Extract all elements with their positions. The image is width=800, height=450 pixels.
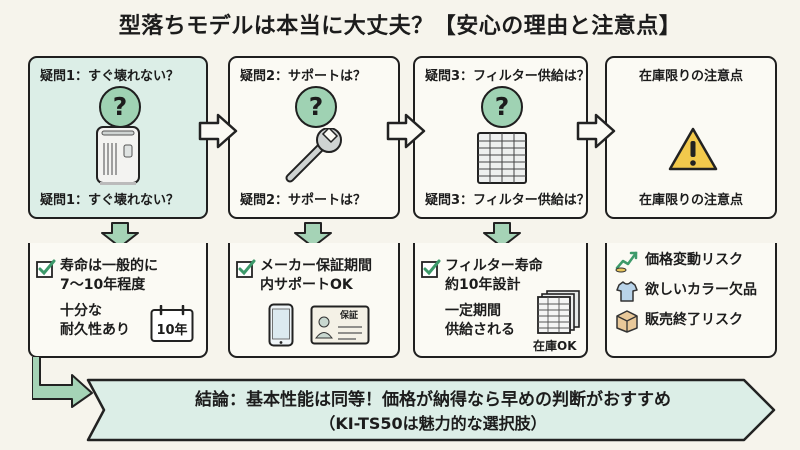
panel-durability-heading: 疑問1：すぐ壊れない？ [40,69,180,84]
smartphone-icon [268,303,294,347]
conclusion-text: 結論：基本性能は同等！価格が納得なら早めの判断がおすすめ [195,390,671,410]
panel-support: 疑問2：サポートは？ ? 疑問2：サポートは？ [228,56,400,219]
filter-stack-icon [537,290,580,334]
arrow-down-icon [294,222,332,248]
panel-filter-caption: 疑問3：フィルター供給は？ [425,193,590,208]
panel-stock-caption: 在庫限りの注意点 [638,193,743,208]
warranty-card-icon: 保証 [310,305,370,345]
checkbox-icon [36,259,56,278]
answer-filter-line1: フィルター寿命 [445,258,543,274]
panel-support-caption: 疑問2：サポートは？ [240,193,367,208]
answer-filter-sub2: 供給される [445,322,515,338]
question-bubble-icon: ? [295,86,337,128]
answer-filter: フィルター寿命 約10年設計 一定期間 供給される 在庫OK [413,243,588,358]
calendar-icon: 10年 [150,305,194,343]
tshirt-icon [616,281,638,302]
conclusion-banner [86,378,776,442]
warranty-card-label: 保証 [340,311,359,321]
calendar-label: 10年 [156,323,188,338]
answer-durability-sub1: 十分な [60,303,102,319]
answer-support-line1: メーカー保証期間 [260,258,372,274]
answer-durability-line2: 7〜10年程度 [60,277,146,293]
arrow-right-icon [198,113,238,149]
panel-stock-notes: 在庫限りの注意点 在庫限りの注意点 [605,56,777,219]
box-icon [616,310,638,333]
page-title: 型落ちモデルは本当に大丈夫？【安心の理由と注意点】 [118,14,682,39]
panel-support-heading: 疑問2：サポートは？ [240,69,367,84]
question-bubble-icon: ? [481,86,523,128]
risk-color-label: 欲しいカラー欠品 [645,282,757,298]
checkbox-icon [421,259,441,278]
answer-filter-sub1: 一定期間 [445,303,501,319]
connector-arrow [32,357,93,408]
panel-durability: 疑問1：すぐ壊れない？ ? 疑問1：すぐ壊れない？ [28,56,208,219]
stock-ok-label: 在庫OK [533,339,577,353]
panel-stock-heading: 在庫限りの注意点 [638,69,743,84]
checkbox-icon [236,259,256,278]
risk-list: 価格変動リスク 欲しいカラー欠品 販売終了リスク [605,243,777,358]
answer-durability: 寿命は一般的に 7〜10年程度 十分な 耐久性あり 10年 [28,243,208,358]
panel-durability-caption: 疑問1：すぐ壊れない？ [40,193,180,208]
arrow-down-icon [101,222,139,248]
conclusion-subtext: （KI-TS50は魅力的な選択肢） [319,414,547,433]
arrow-right-icon [386,113,426,149]
answer-support-line2: 内サポートOK [260,277,353,293]
filter-icon [477,132,527,184]
risk-price-label: 価格変動リスク [645,252,743,268]
panel-filter: 疑問3：フィルター供給は？ ? 疑問3：フィルター供給は？ [413,56,590,219]
answer-filter-line2: 約10年設計 [445,277,521,293]
answer-support: メーカー保証期間 内サポートOK 保証 [228,243,400,358]
arrow-down-icon [483,222,521,248]
air-purifier-icon [96,126,140,185]
question-bubble-icon: ? [99,86,141,128]
answer-durability-line1: 寿命は一般的に [60,258,158,274]
arrow-right-icon [576,113,616,149]
price-chart-icon [615,251,638,273]
answer-durability-sub2: 耐久性あり [60,322,130,338]
panel-filter-heading: 疑問3：フィルター供給は？ [425,69,590,84]
wrench-icon [285,128,342,183]
warning-icon [668,127,718,171]
risk-discontinued-label: 販売終了リスク [645,312,743,328]
